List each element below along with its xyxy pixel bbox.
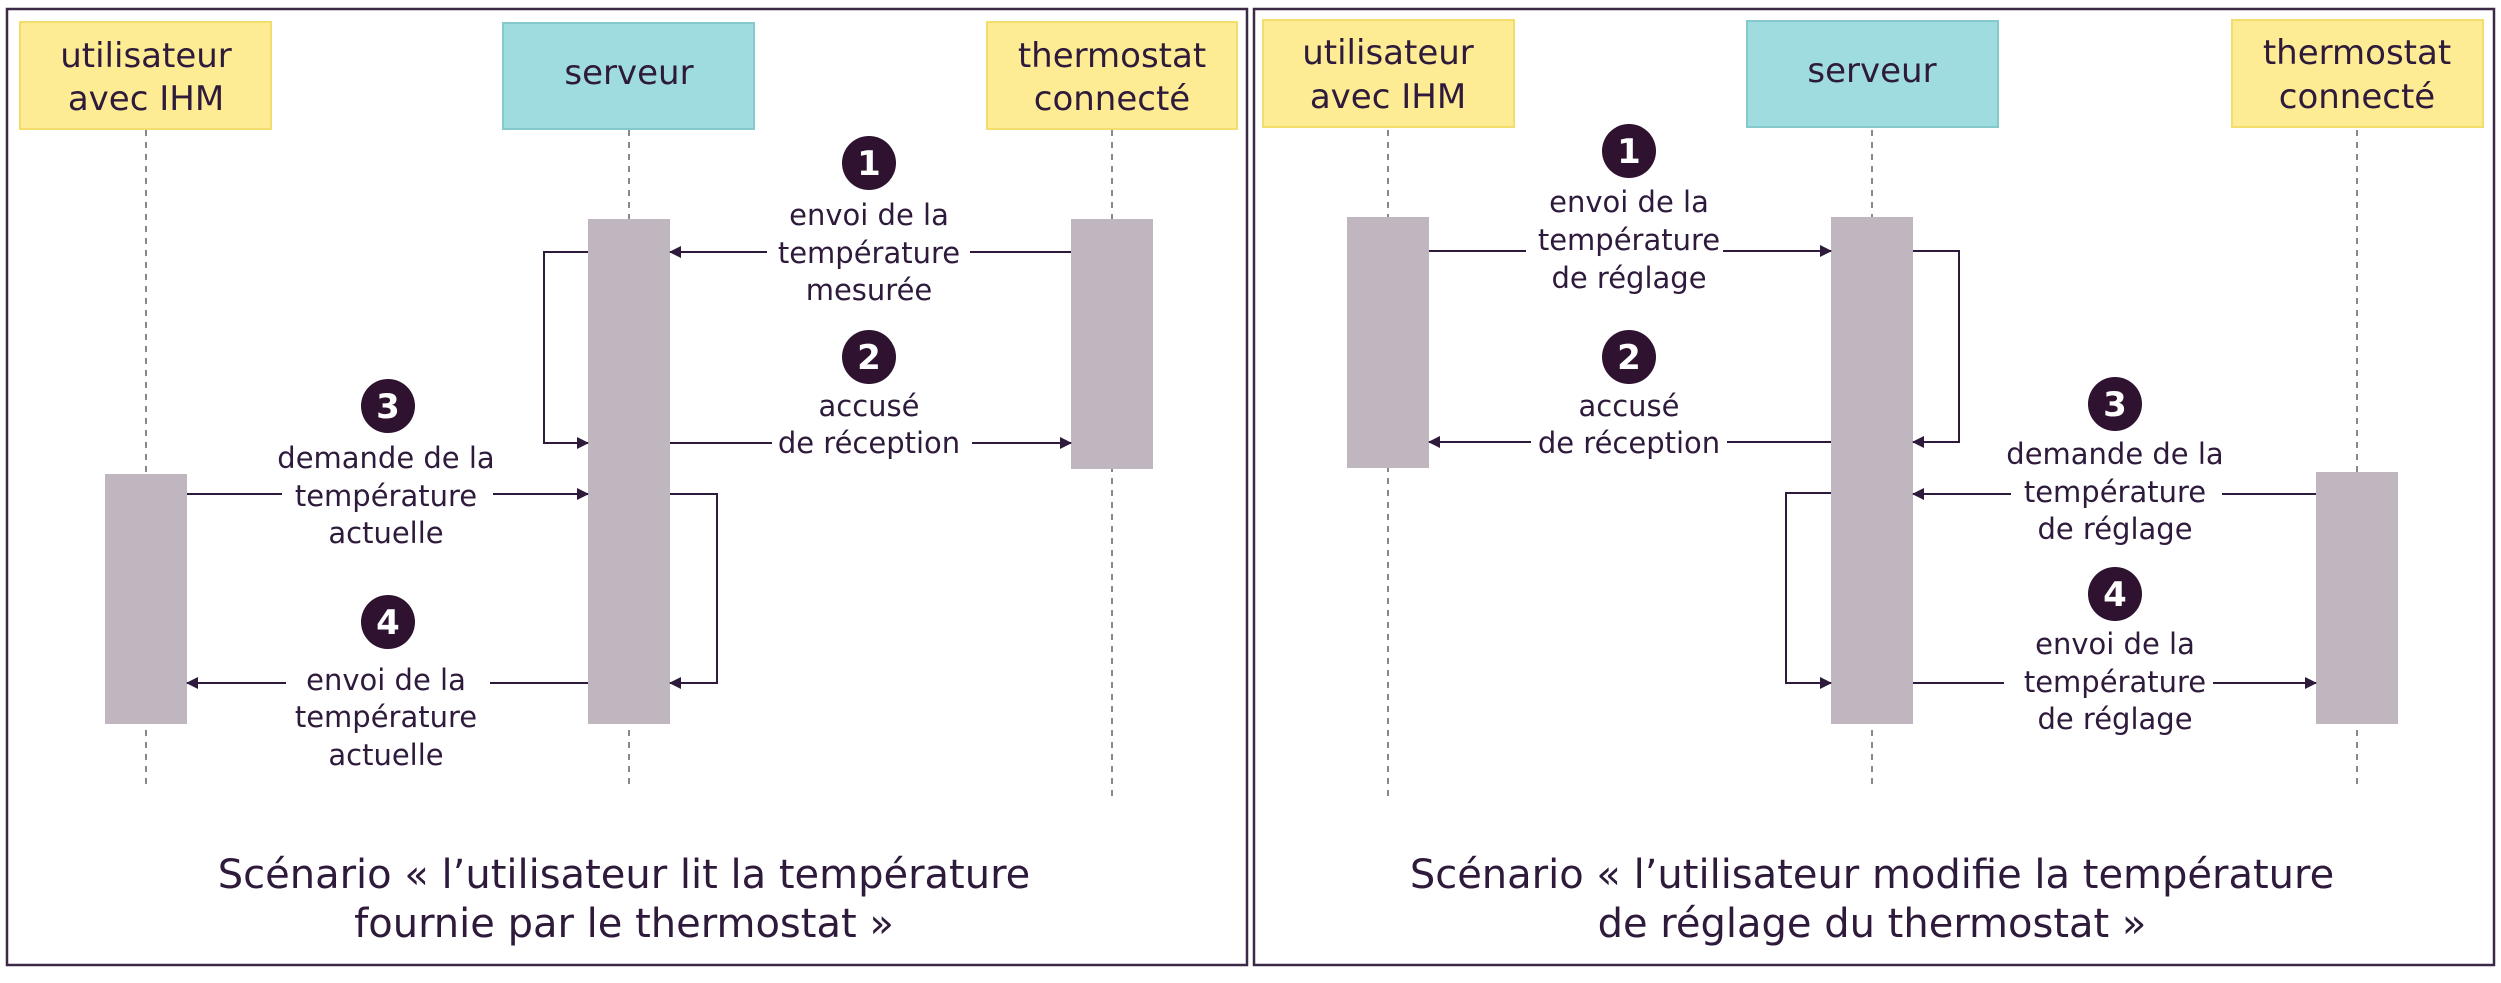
step-label-line3: actuelle	[328, 738, 443, 772]
activation-server	[1831, 217, 1913, 724]
step-number: 2	[857, 338, 881, 378]
step-label-line3: de réglage	[2037, 702, 2192, 736]
step-label-line1: envoi de la	[306, 663, 466, 697]
step-4: 4 envoi de la température actuelle	[295, 595, 477, 772]
step-label-line2: température	[295, 700, 477, 734]
step-badge	[842, 330, 896, 384]
actor-user-line2: avec IHM	[68, 79, 224, 119]
step-label-line2: température	[2024, 475, 2206, 509]
step-label-line3: de réglage	[1551, 261, 1706, 295]
step-label-line3: mesurée	[806, 273, 933, 307]
self-loop-right-1	[1912, 250, 1960, 448]
caption-line1: Scénario « l’utilisateur lit la températ…	[218, 852, 1031, 898]
activation-user	[1347, 217, 1429, 468]
actor-thermostat-line2: connecté	[2279, 77, 2435, 117]
step-number: 4	[2103, 575, 2127, 615]
step-2: 2 accusé de réception	[1538, 330, 1720, 460]
step-3: 3 demande de la température actuelle	[277, 379, 495, 550]
step-number: 1	[1617, 132, 1641, 172]
step-label-line1: demande de la	[2006, 437, 2223, 471]
actor-server: serveur	[1746, 20, 1999, 128]
step-1: 1 envoi de la température mesurée	[778, 136, 960, 307]
step-badge	[1602, 330, 1656, 384]
actor-thermostat: thermostat connecté	[986, 21, 1238, 130]
activation-server	[588, 219, 670, 724]
step-badge	[2088, 567, 2142, 621]
step-badge	[361, 379, 415, 433]
actor-server: serveur	[502, 22, 755, 130]
caption-line1: Scénario « l’utilisateur modifie la temp…	[1410, 852, 2334, 898]
step-label-line2: température	[778, 236, 960, 270]
activation-thermostat	[1071, 219, 1153, 469]
actor-server-label: serveur	[1807, 51, 1936, 91]
step-label-line2: de réception	[778, 426, 960, 460]
step-badge	[842, 136, 896, 190]
actor-server-label: serveur	[564, 53, 693, 93]
step-label-line1: envoi de la	[2035, 627, 2195, 661]
step-number: 4	[376, 603, 400, 643]
self-loop-left-1	[543, 251, 589, 449]
panel-left: utilisateur avec IHM serveur thermostat …	[5, 7, 1249, 967]
step-1: 1 envoi de la température de réglage	[1538, 124, 1720, 295]
actor-thermostat-line1: thermostat	[2263, 33, 2451, 73]
activation-thermostat	[2316, 472, 2398, 724]
panel-left-frame	[5, 7, 1249, 967]
caption-line2: fournie par le thermostat »	[354, 901, 894, 947]
step-number: 3	[376, 387, 400, 427]
step-2: 2 accusé de réception	[778, 330, 960, 460]
step-label-line1: accusé	[1579, 389, 1680, 423]
step-label-line2: de réception	[1538, 426, 1720, 460]
activation-user	[105, 474, 187, 724]
step-badge	[1602, 124, 1656, 178]
step-label-line2: température	[2024, 665, 2206, 699]
self-loop-left-2	[669, 493, 718, 689]
actor-thermostat-line1: thermostat	[1018, 36, 1206, 76]
step-number: 3	[2103, 385, 2127, 425]
caption-line2: de réglage du thermostat »	[1598, 901, 2147, 947]
step-label-line1: envoi de la	[1549, 185, 1709, 219]
step-3: 3 demande de la température de réglage	[2006, 377, 2224, 546]
self-loop-right-2	[1785, 492, 1832, 689]
panel-right: utilisateur avec IHM serveur thermostat …	[1252, 7, 2496, 967]
step-label-line3: actuelle	[328, 516, 443, 550]
actor-thermostat-line2: connecté	[1034, 79, 1190, 119]
actor-user-line1: utilisateur	[1302, 33, 1474, 73]
step-badge	[2088, 377, 2142, 431]
panel-right-frame	[1252, 7, 2496, 967]
actor-user: utilisateur avec IHM	[1262, 19, 1515, 128]
actor-user-line1: utilisateur	[60, 36, 232, 76]
step-label-line1: accusé	[819, 389, 920, 423]
actor-user-line2: avec IHM	[1310, 77, 1466, 117]
step-badge	[361, 595, 415, 649]
step-label-line2: température	[295, 479, 477, 513]
step-label-line1: envoi de la	[789, 198, 949, 232]
step-number: 1	[857, 144, 881, 184]
step-label-line1: demande de la	[277, 441, 494, 475]
step-label-line2: température	[1538, 223, 1720, 257]
actor-user: utilisateur avec IHM	[19, 21, 272, 130]
step-label-line3: de réglage	[2037, 512, 2192, 546]
step-number: 2	[1617, 338, 1641, 378]
actor-thermostat: thermostat connecté	[2231, 19, 2484, 128]
step-4: 4 envoi de la température de réglage	[2024, 567, 2206, 736]
